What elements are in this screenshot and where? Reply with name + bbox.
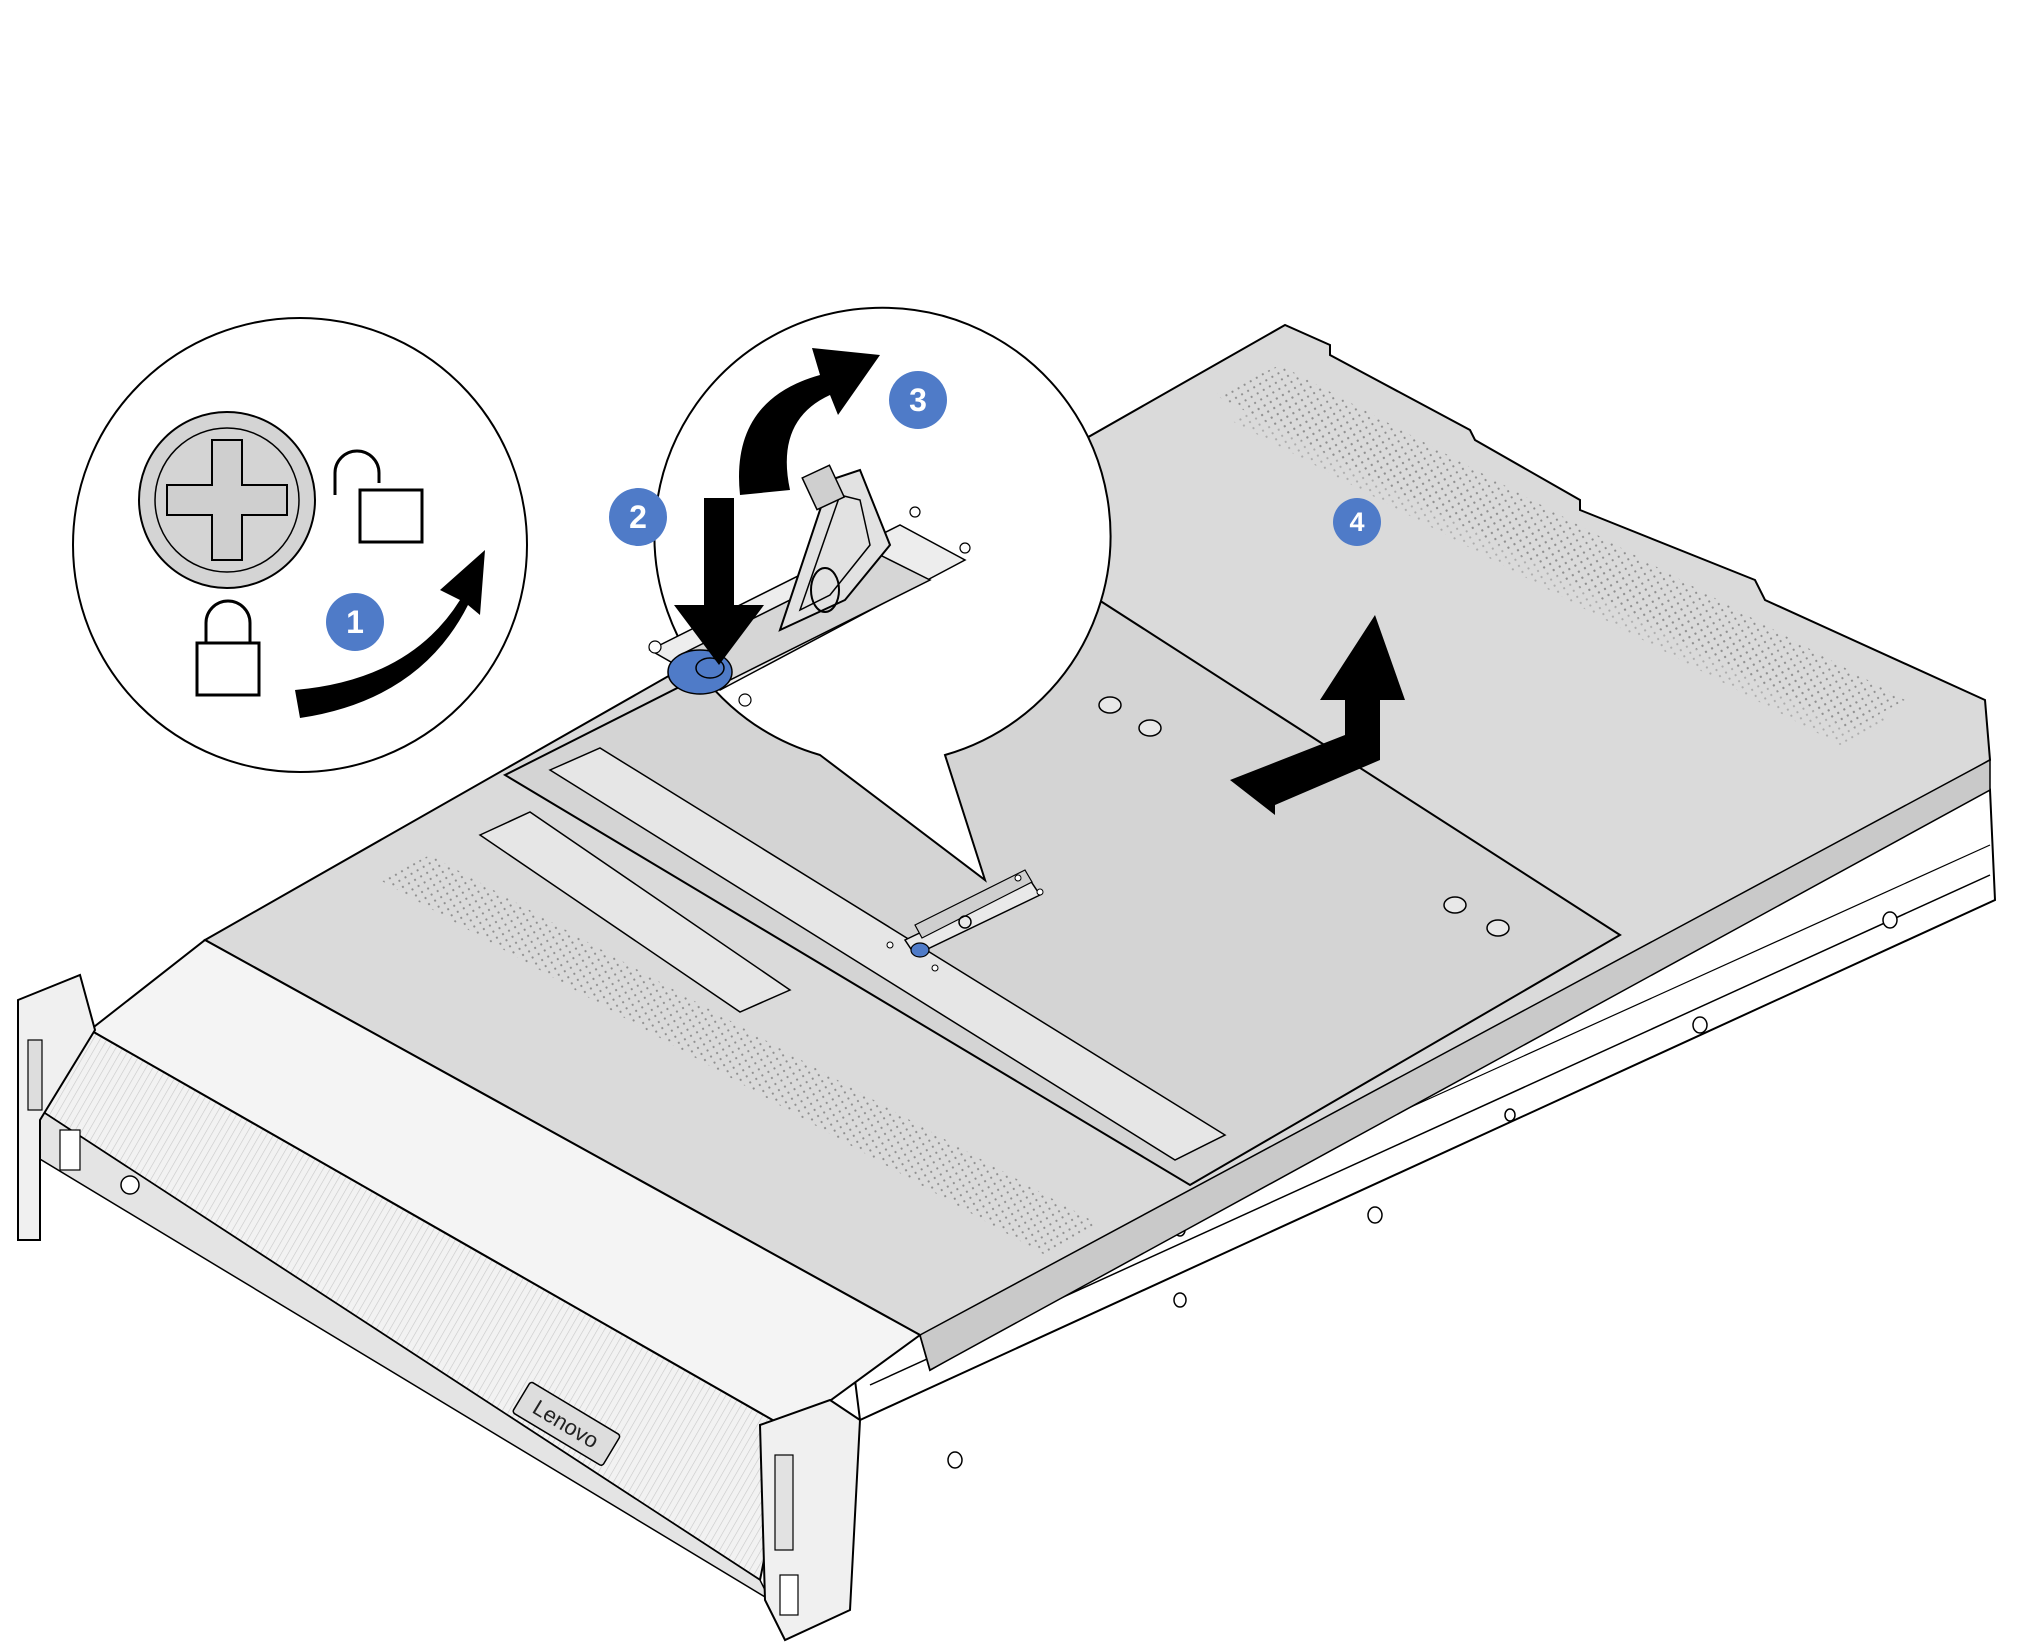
step-3-circle — [889, 371, 947, 429]
step-2-number: 2 — [629, 499, 647, 535]
rotate-latch-arrow-icon — [739, 348, 880, 495]
unlocked-padlock-icon — [333, 449, 424, 544]
slide-lift-arrow-icon — [1230, 615, 1405, 815]
locked-padlock-icon — [195, 599, 261, 697]
step-3-badge: 3 — [889, 371, 947, 429]
step-4-circle — [1333, 498, 1381, 546]
rotate-arrow-icon — [295, 550, 485, 718]
step-1-number: 1 — [346, 604, 364, 640]
step-4-number: 4 — [1349, 507, 1364, 537]
step-4-badge: 4 — [1333, 498, 1381, 546]
server-chassis: Lenovo 4 — [17, 323, 1997, 1642]
step-2-badge: 2 — [609, 488, 667, 546]
cover-latch[interactable] — [886, 869, 1044, 972]
callout-steps-2-3: 2 3 — [609, 306, 1112, 883]
cover-vent-front — [380, 855, 1100, 1255]
callout-step-1: 1 — [72, 317, 528, 773]
latch-release-button[interactable] — [910, 942, 930, 958]
step-1-badge: 1 — [326, 593, 384, 651]
step-1-circle — [326, 593, 384, 651]
down-arrow-icon — [674, 498, 764, 665]
step-3-number: 3 — [909, 382, 927, 418]
phillips-screw-icon — [138, 411, 316, 589]
step-2-circle — [609, 488, 667, 546]
